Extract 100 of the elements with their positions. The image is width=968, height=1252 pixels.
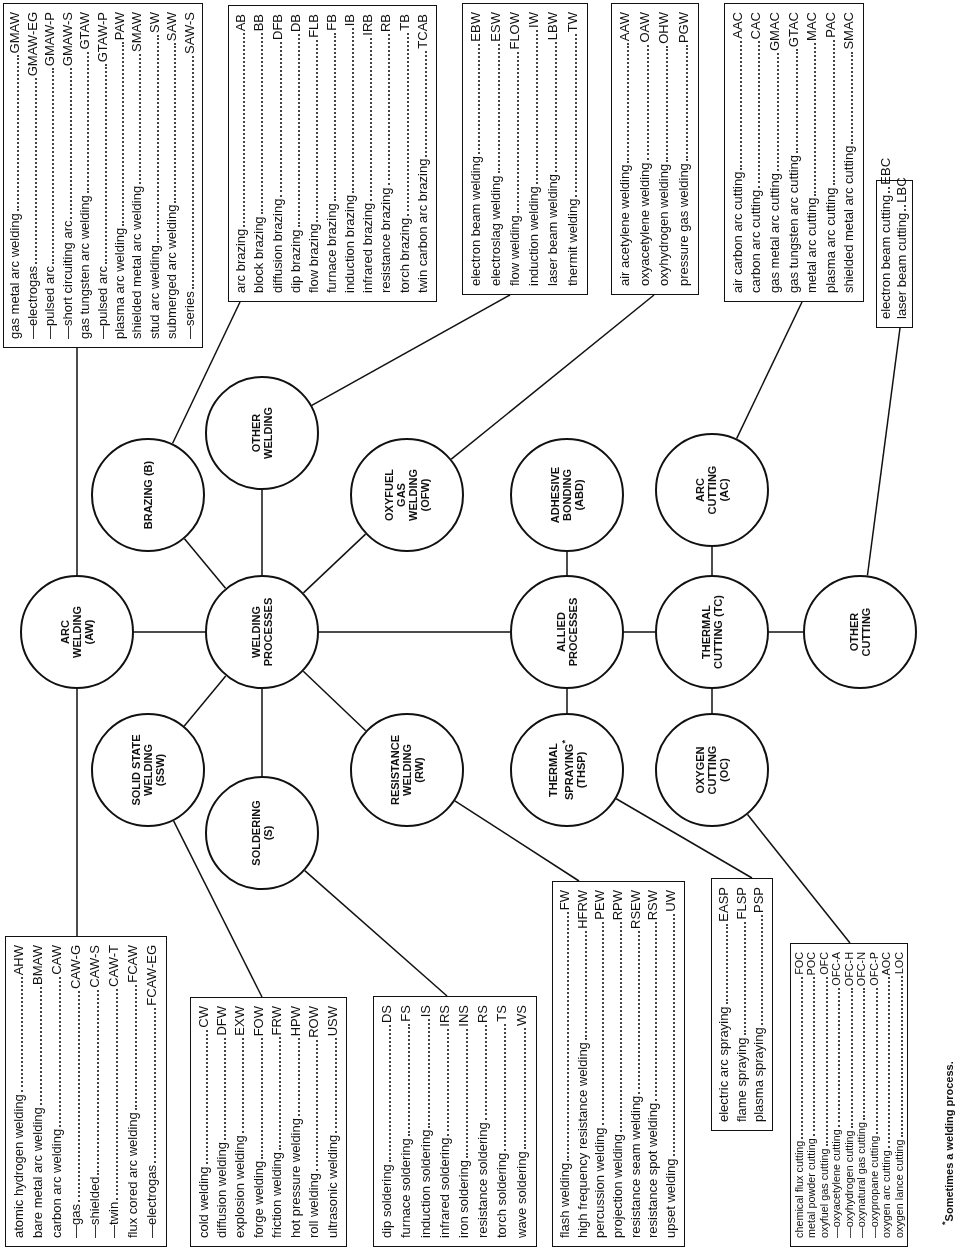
abbreviation: OAW [637, 12, 653, 43]
process-list-box [724, 3, 864, 302]
abbreviation: AAC [730, 12, 746, 39]
abbreviation: BMAW [31, 945, 46, 985]
process-name: gas tungsten arc cutting [786, 154, 802, 293]
abbreviation: FS [399, 1005, 415, 1022]
connector-line [76, 688, 78, 937]
abbreviation: PSP [752, 887, 768, 913]
abbreviation: GMAW [8, 12, 24, 54]
connector-line [302, 533, 367, 594]
process-name: BRAZING (B) [142, 459, 154, 532]
connector-line [735, 301, 803, 440]
process-name: percussion welding [593, 1127, 609, 1238]
connector-line [566, 551, 568, 576]
abbreviation: FRW [270, 1006, 286, 1036]
process-list-box [228, 5, 437, 302]
process-name: ADHESIVE BONDING (ABD) [549, 465, 585, 526]
process-name: gas metal arc welding [8, 213, 24, 339]
process-name: ARC CUTTING (AC) [694, 464, 730, 517]
abbreviation: SAW [165, 12, 181, 42]
process-list-box [711, 878, 773, 1131]
process-name: electric arc spraying [716, 1006, 732, 1122]
abbreviation: PAC [823, 12, 839, 38]
process-name: air acetylene welding [618, 164, 634, 286]
process-name: ALLIED PROCESSES [555, 596, 579, 669]
abbreviation: RS [476, 1005, 492, 1024]
process-name: OXYFUEL GAS WELDING (OFW) [383, 468, 431, 523]
process-name: —series [182, 291, 198, 339]
process-name: —shielded [88, 1176, 103, 1238]
abbreviation: FLSP [734, 887, 750, 920]
process-list-box [790, 943, 908, 1247]
connector-line [261, 489, 263, 576]
process-name: resistance spot welding [646, 1102, 662, 1238]
process-name: carbon arc cutting [749, 189, 765, 293]
connector-line [866, 327, 901, 577]
abbreviation: FCAW-EG [144, 945, 160, 1006]
process-name: cold welding [196, 1166, 212, 1238]
abbreviation: BB [252, 14, 268, 32]
process-name: pressure gas welding [676, 163, 692, 286]
abbreviation: TCAB [415, 14, 431, 49]
process-name: oxyfuel gas cutting [817, 1148, 831, 1238]
process-name: roll welding [307, 1172, 323, 1238]
process-name: —oxyhydrogen cutting [842, 1130, 856, 1238]
process-name: diffusion brazing [270, 198, 286, 293]
process-name: explosion welding [233, 1135, 249, 1238]
abbreviation: SAW-S [182, 12, 198, 54]
abbreviation: LBC [894, 177, 910, 203]
process-name: THERMAL CUTTING (TC) [700, 595, 724, 669]
abbreviation: CW [196, 1006, 212, 1028]
abbreviation: TB [397, 14, 413, 31]
process-name: induction brazing [343, 194, 359, 293]
process-name: induction welding [527, 186, 543, 286]
abbreviation: OFC-P [867, 952, 881, 986]
process-name: oxygen lance cutting [892, 1139, 905, 1238]
process-name: SOLID STATE WELDING (SSW) [130, 733, 166, 807]
connector-line [311, 294, 511, 407]
process-name: infrared soldering [437, 1137, 453, 1238]
abbreviation: CAW-S [88, 945, 103, 988]
abbreviation: OFC-A [830, 952, 843, 986]
process-name: flame spraying [734, 1037, 750, 1122]
connector-line [623, 631, 656, 633]
process-name: diffusion welding [214, 1142, 230, 1238]
process-name: iron soldering [457, 1159, 472, 1238]
process-name: ultrasonic welding [325, 1134, 341, 1238]
connector-line [302, 670, 367, 732]
abbreviation: ESW [488, 12, 504, 42]
abbreviation: FW [557, 890, 573, 911]
process-name: hot pressure welding [288, 1118, 304, 1238]
abbreviation: OFC-N [855, 952, 868, 987]
abbreviation: OHW [657, 12, 673, 44]
process-name: —electrogas [25, 266, 41, 339]
abbreviation: IS [418, 1005, 434, 1018]
abbreviation: TS [495, 1005, 511, 1022]
abbreviation: DB [288, 14, 304, 33]
process-name: carbon arc welding [50, 1128, 65, 1238]
process-name: induction soldering [418, 1129, 434, 1238]
process-name: plasma spraying [752, 1027, 768, 1122]
abbreviation: FCAW [125, 945, 141, 983]
process-name: twin carbon arc brazing [415, 158, 431, 293]
process-name: atomic hydrogen welding [12, 1094, 27, 1238]
process-list-box [190, 997, 347, 1247]
process-list-box [5, 936, 167, 1247]
process-name: —pulsed arc [95, 266, 111, 339]
abbreviation: HPW [288, 1006, 304, 1037]
process-name: friction welding [270, 1152, 286, 1238]
process-name: gas tungsten arc welding [78, 195, 94, 339]
abbreviation: IW [527, 12, 543, 28]
abbreviation: WS [514, 1005, 530, 1026]
abbreviation: AB [234, 14, 250, 32]
process-list-box [611, 3, 699, 295]
process-name: resistance soldering [476, 1122, 492, 1238]
process-name: plasma arc cutting [823, 187, 839, 293]
process-name: upset welding [664, 1158, 680, 1238]
connector-line [318, 631, 511, 633]
connector-line [615, 798, 753, 879]
abbreviation: USW [325, 1006, 341, 1037]
connector-line [183, 675, 227, 727]
abbreviation: INS [457, 1005, 472, 1027]
process-name: plasma arc welding [112, 227, 128, 339]
process-name: OTHER WELDING [250, 406, 274, 461]
